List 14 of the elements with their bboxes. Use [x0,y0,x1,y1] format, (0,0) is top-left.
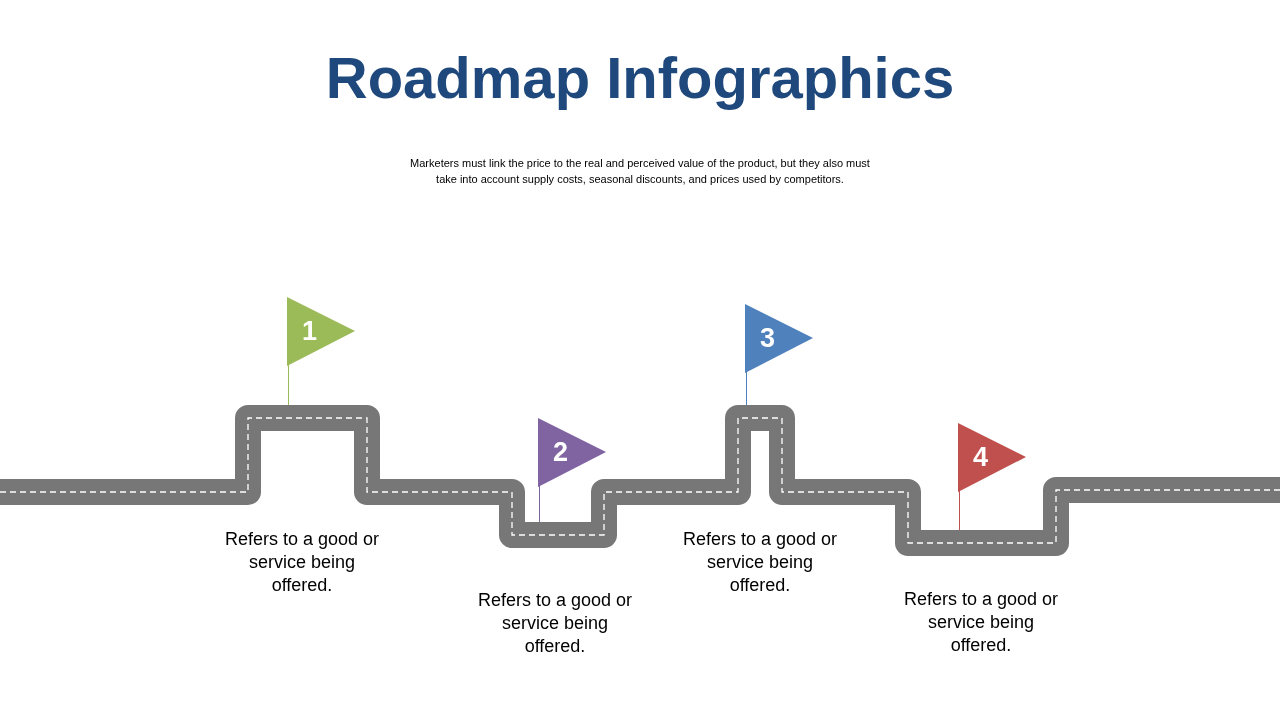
flag [538,418,606,522]
step-number: 1 [302,316,318,346]
description-text: Refers to a good or service being offered. [681,528,839,597]
step-number: 2 [553,437,569,467]
subtitle: Marketers must link the price to the real and perceived value of the product, but they also must take into account supply costs, seasonal discounts, and prices used by competitors. [409,156,871,187]
step-number: 3 [760,323,776,353]
description-text: Refers to a good or service being offered. [223,528,381,597]
flag [958,423,1026,530]
description-text: Refers to a good or service being offered. [902,588,1060,657]
description-text: Refers to a good or service being offered. [476,589,634,658]
flag [745,304,813,405]
step-number: 4 [973,442,989,472]
title: Roadmap Infographics [324,44,956,111]
flag [287,297,355,405]
